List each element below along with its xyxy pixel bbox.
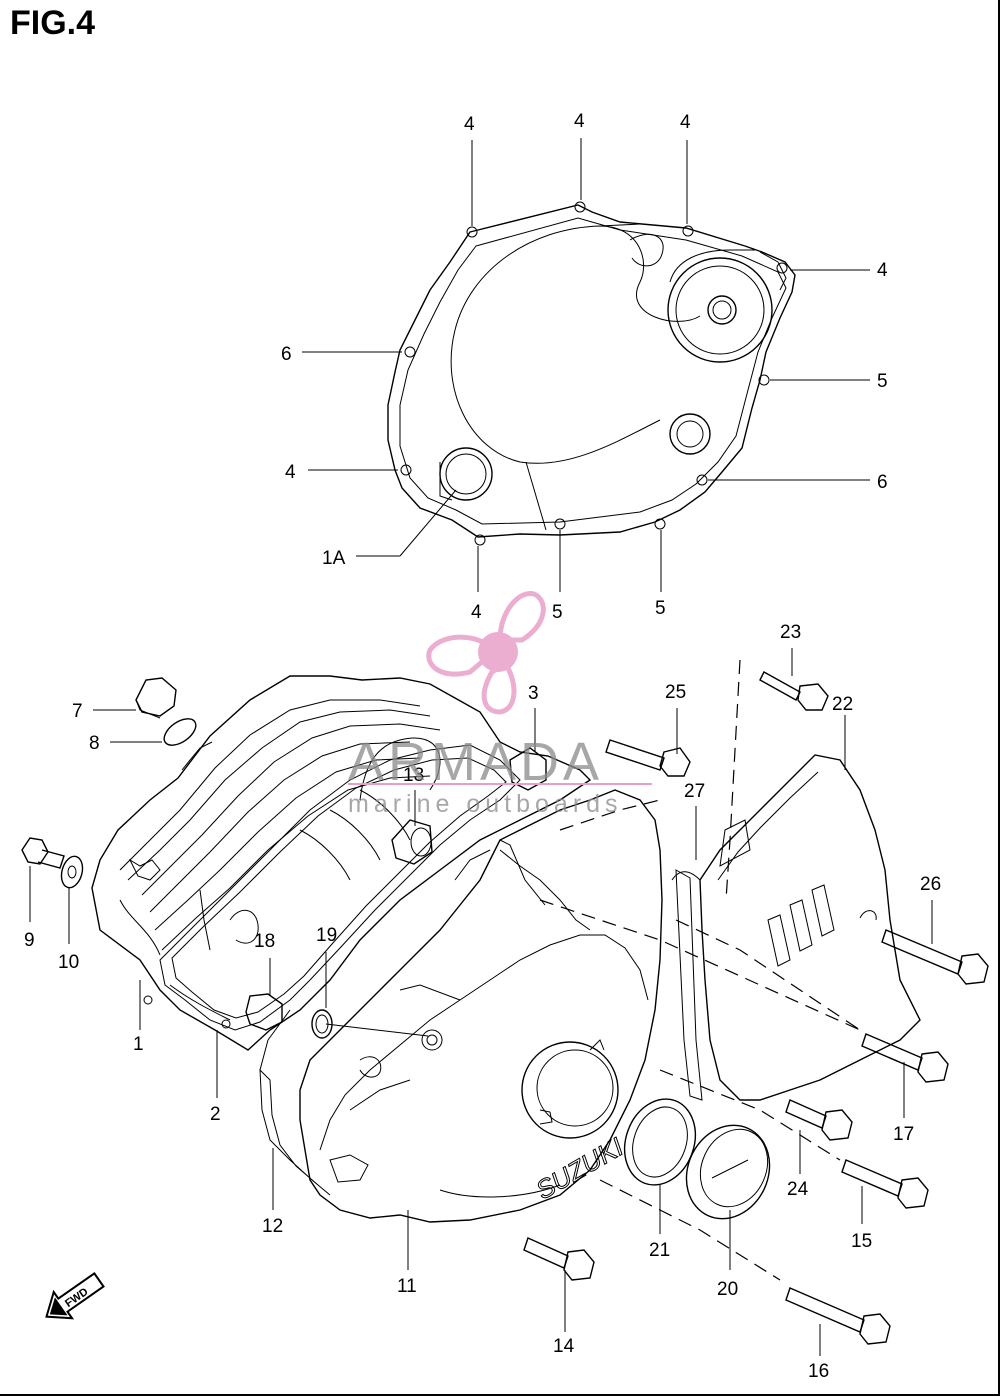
engine-cover-11: SUZUKI — [299, 789, 663, 1223]
callout-4: 4 — [877, 260, 888, 281]
gasket-2 — [159, 744, 521, 1031]
callout-3: 3 — [528, 683, 539, 704]
callout-25: 25 — [665, 682, 686, 703]
cover-boss-holes — [400, 201, 788, 546]
crankcase-cover-1 — [91, 675, 592, 1051]
bolt-14 — [523, 1237, 595, 1281]
callout-14: 14 — [553, 1336, 575, 1357]
callout-4: 4 — [471, 602, 482, 623]
case-logo-text: SUZUKI — [531, 1132, 629, 1206]
guard-cover-22 — [671, 754, 921, 1101]
callout-15: 15 — [851, 1231, 872, 1252]
armada-watermark: ARMADA marine outboards — [348, 591, 652, 818]
callout-20: 20 — [717, 1279, 738, 1300]
bolt-17 — [861, 1033, 949, 1083]
alignment-lines — [539, 659, 861, 1281]
callout-5: 5 — [877, 371, 888, 392]
bolt-16 — [785, 1287, 891, 1345]
crankcase-cover-1a — [387, 201, 796, 546]
callout-18: 18 — [254, 931, 275, 952]
callout-11: 11 — [397, 1276, 417, 1297]
callout-8: 8 — [89, 733, 100, 754]
bushing-13 — [391, 819, 433, 865]
bolt-23 — [759, 671, 829, 711]
callout-5: 5 — [552, 602, 563, 623]
fwd-arrow-icon: FWD — [45, 1271, 105, 1320]
plug-cap-20 — [685, 1124, 771, 1220]
bushing-3 — [509, 747, 547, 791]
figure-title: FIG.4 — [10, 4, 96, 42]
callout-4: 4 — [574, 111, 585, 132]
callout-1: 1 — [133, 1034, 144, 1055]
callout-2: 2 — [210, 1104, 221, 1125]
callout-1a: 1A — [322, 548, 346, 569]
watermark-tagline: marine outboards — [348, 790, 623, 818]
callout-19: 19 — [316, 925, 337, 946]
callout-24: 24 — [787, 1179, 809, 1200]
callout-12: 12 — [262, 1216, 283, 1237]
callout-6: 6 — [877, 472, 888, 493]
callout-16: 16 — [808, 1361, 829, 1382]
callout-numbers: 4 4 4 4 6 5 4 6 1A 4 5 5 7 8 9 10 1 2 12… — [24, 111, 941, 1382]
callout-23: 23 — [780, 622, 801, 643]
callout-4: 4 — [285, 462, 296, 483]
bolt-9 — [21, 837, 65, 869]
bracket-27 — [675, 869, 703, 1101]
gasket-8 — [163, 718, 197, 746]
cap-7 — [135, 677, 177, 719]
plug-18 — [245, 993, 283, 1031]
callout-7: 7 — [72, 701, 83, 722]
callout-4: 4 — [680, 112, 691, 133]
gasket-12 — [259, 1009, 331, 1196]
bolt-15 — [841, 1159, 929, 1209]
bolt-24 — [785, 1099, 853, 1141]
callout-26: 26 — [920, 874, 941, 895]
callout-5: 5 — [655, 598, 666, 619]
callout-6: 6 — [281, 344, 292, 365]
callout-22: 22 — [832, 694, 853, 715]
washer-10 — [60, 855, 84, 889]
propeller-logo-icon — [426, 591, 546, 715]
callout-21: 21 — [649, 1240, 670, 1261]
callout-17: 17 — [893, 1124, 914, 1145]
bolt-25 — [605, 739, 691, 777]
callout-4: 4 — [464, 114, 475, 135]
watermark-brand: ARMADA — [348, 732, 603, 792]
callout-9: 9 — [24, 930, 35, 951]
bolt-26 — [881, 929, 989, 985]
leader-lines — [29, 138, 933, 1356]
callout-13: 13 — [403, 765, 424, 786]
callout-27: 27 — [684, 781, 705, 802]
callout-10: 10 — [58, 952, 79, 973]
